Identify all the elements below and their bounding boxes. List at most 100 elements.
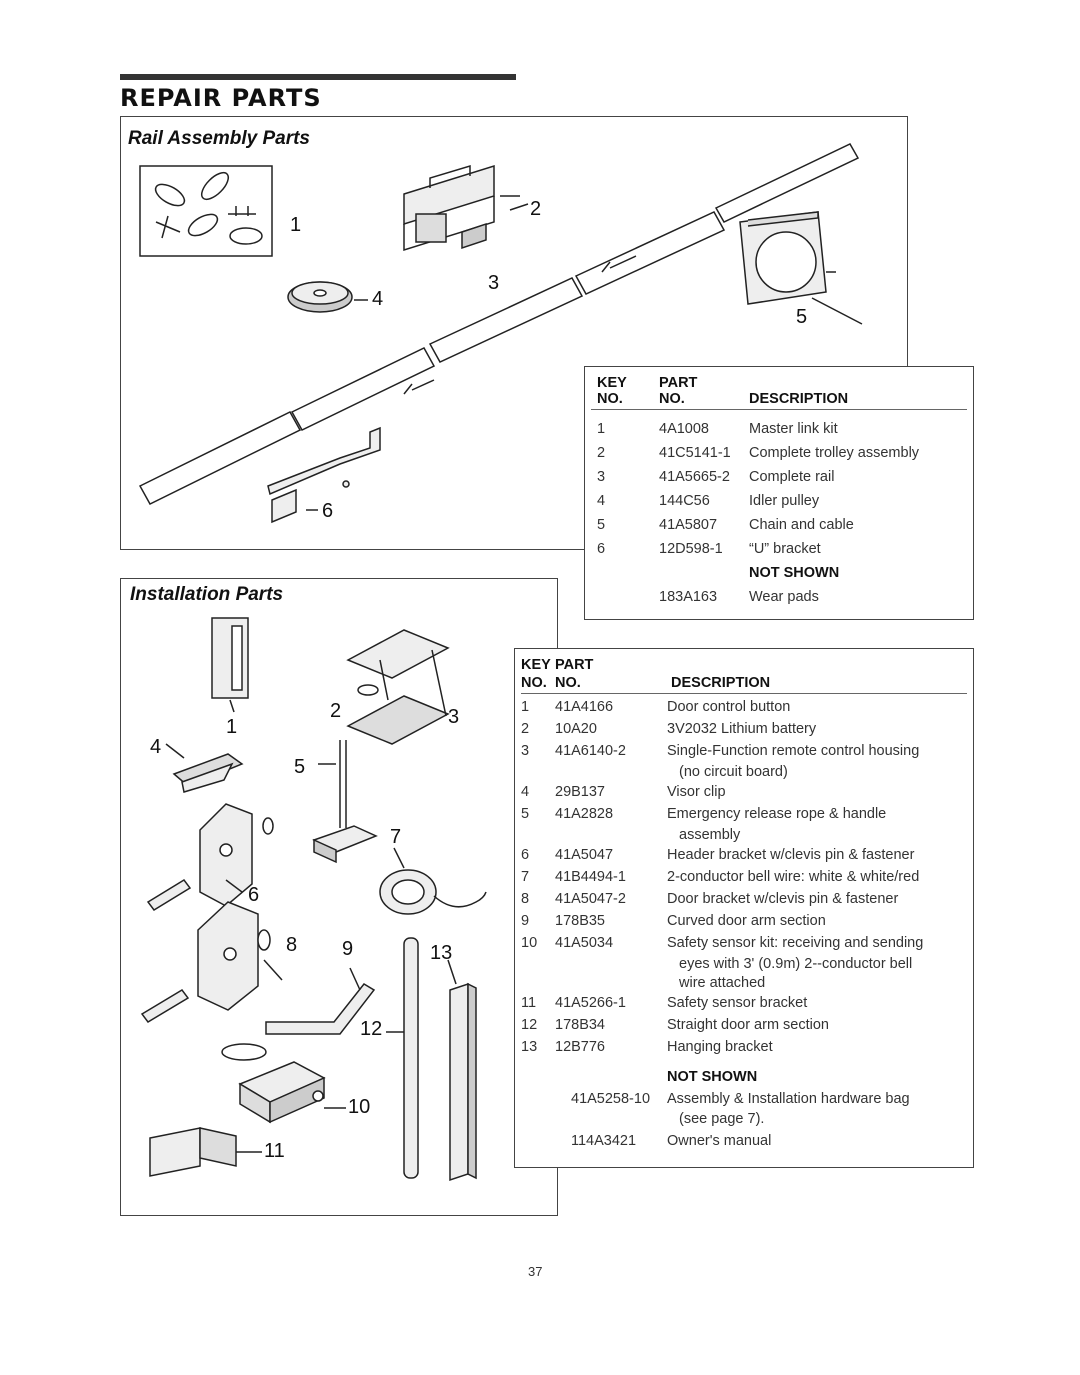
remote-control-drawing [346, 629, 450, 745]
row-description: Door bracket w/clevis pin & fastener [667, 891, 899, 907]
master-link-kit-drawing [139, 165, 273, 257]
rail-header-rule [591, 409, 967, 410]
row-part: 41A5807 [659, 517, 718, 533]
row-description: Hanging bracket [667, 1039, 773, 1055]
install-callout-1: 1 [226, 716, 238, 738]
install-callout-11: 11 [264, 1140, 285, 1162]
row-part: 144C56 [659, 493, 710, 509]
row-key: 6 [597, 541, 606, 557]
row-description: Emergency release rope & handle [667, 806, 887, 822]
install-callout-9: 9 [342, 938, 354, 960]
row-description: Complete rail [749, 469, 835, 485]
page-number: 37 [528, 1264, 543, 1279]
row-description-continued: assembly [679, 827, 741, 843]
row-description: Master link kit [749, 421, 838, 437]
row-description: Single-Function remote control housing [667, 743, 920, 759]
header-bracket-drawing [146, 803, 274, 911]
row-key: 13 [521, 1039, 538, 1055]
install-callout-3: 3 [448, 706, 460, 728]
title-rule [120, 74, 516, 80]
rail-assembly-frame [120, 116, 908, 550]
rail-callout-6: 6 [322, 500, 334, 522]
row-part: 4A1008 [659, 421, 709, 437]
install-not-shown-desc-1: Assembly & Installation hardware bag [667, 1091, 910, 1107]
row-key: 5 [597, 517, 606, 533]
row-part: 41A6140-2 [555, 743, 626, 759]
row-description: Straight door arm section [667, 1017, 829, 1033]
installation-section-title: Installation Parts [130, 584, 284, 605]
row-description: 2-conductor bell wire: white & white/red [667, 869, 920, 885]
row-key: 2 [521, 721, 530, 737]
row-key: 12 [521, 1017, 538, 1033]
row-description-continued: eyes with 3' (0.9m) 2--conductor bell [679, 956, 913, 972]
install-callout-4: 4 [150, 736, 162, 758]
rail-not-shown-part: 183A163 [659, 589, 718, 605]
row-description: Safety sensor bracket [667, 995, 808, 1011]
row-key: 4 [597, 493, 606, 509]
install-callout-5: 5 [294, 756, 306, 778]
install-header-description: DESCRIPTION [671, 675, 771, 691]
row-description-continued: (no circuit board) [679, 764, 788, 780]
row-description: 3V2032 Lithium battery [667, 721, 817, 737]
install-callout-6: 6 [248, 884, 260, 906]
install-not-shown-desc-2: Owner's manual [667, 1133, 772, 1149]
row-part: 41A5665-2 [659, 469, 730, 485]
rail-header-description: DESCRIPTION [749, 391, 849, 407]
install-callout-13: 13 [430, 942, 453, 964]
row-description: Header bracket w/clevis pin & fastener [667, 847, 915, 863]
rail-callout-4: 4 [372, 288, 384, 310]
row-description: Complete trolley assembly [749, 445, 920, 461]
install-not-shown-desc-1b: (see page 7). [679, 1111, 765, 1127]
sensor-bracket-drawing [149, 1127, 262, 1177]
idler-pulley-drawing [287, 281, 368, 313]
row-part: 178B34 [555, 1017, 605, 1033]
rail-callout-1: 1 [290, 214, 302, 236]
row-part: 29B137 [555, 784, 605, 800]
row-part: 12B776 [555, 1039, 605, 1055]
row-part: 178B35 [555, 913, 605, 929]
door-control-drawing [211, 617, 249, 713]
rail-callout-2: 2 [530, 198, 542, 220]
rail-header-part-2: NO. [659, 391, 685, 407]
rail-parts-table: KEY NO. PART NO. DESCRIPTION 1 4A1008 Mast… [584, 366, 974, 620]
install-header-key-2: NO. [521, 675, 547, 691]
row-key: 10 [521, 935, 538, 951]
row-key: 1 [597, 421, 606, 437]
release-handle-drawing [312, 740, 378, 864]
install-callout-8: 8 [286, 934, 298, 956]
row-part: 41A5047 [555, 847, 614, 863]
door-bracket-drawing [140, 901, 283, 1023]
row-description: Idler pulley [749, 493, 820, 509]
install-header-key-1: KEY [521, 657, 551, 673]
straight-door-arm-drawing [386, 937, 419, 1179]
rail-table-header: KEY NO. PART NO. DESCRIPTION [585, 367, 973, 411]
row-description-continued: wire attached [679, 975, 766, 991]
row-description: Curved door arm section [667, 913, 826, 929]
row-part: 41B4494-1 [555, 869, 626, 885]
rail-header-part-1: PART [659, 375, 698, 391]
install-table-header: KEY NO. PART NO. DESCRIPTION [515, 649, 973, 695]
row-key: 3 [521, 743, 530, 759]
row-description: Safety sensor kit: receiving and sending [667, 935, 924, 951]
install-header-part-1: PART [555, 657, 594, 673]
row-description: Visor clip [667, 784, 726, 800]
rail-callout-5: 5 [796, 306, 808, 328]
row-key: 7 [521, 869, 530, 885]
rail-callout-3: 3 [488, 272, 500, 294]
install-callout-10: 10 [348, 1096, 371, 1118]
row-part: 41A5266-1 [555, 995, 626, 1011]
row-key: 9 [521, 913, 530, 929]
row-key: 5 [521, 806, 530, 822]
row-key: 6 [521, 847, 530, 863]
bell-wire-coil-drawing [379, 847, 487, 915]
row-description: Chain and cable [749, 517, 854, 533]
row-key: 11 [521, 995, 537, 1011]
install-not-shown-label: NOT SHOWN [667, 1069, 758, 1085]
install-callout-7: 7 [390, 826, 402, 848]
row-key: 8 [521, 891, 530, 907]
visor-clip-drawing [165, 743, 244, 793]
row-part: 41A5034 [555, 935, 614, 951]
install-not-shown-part-2: 114A3421 [571, 1133, 637, 1149]
